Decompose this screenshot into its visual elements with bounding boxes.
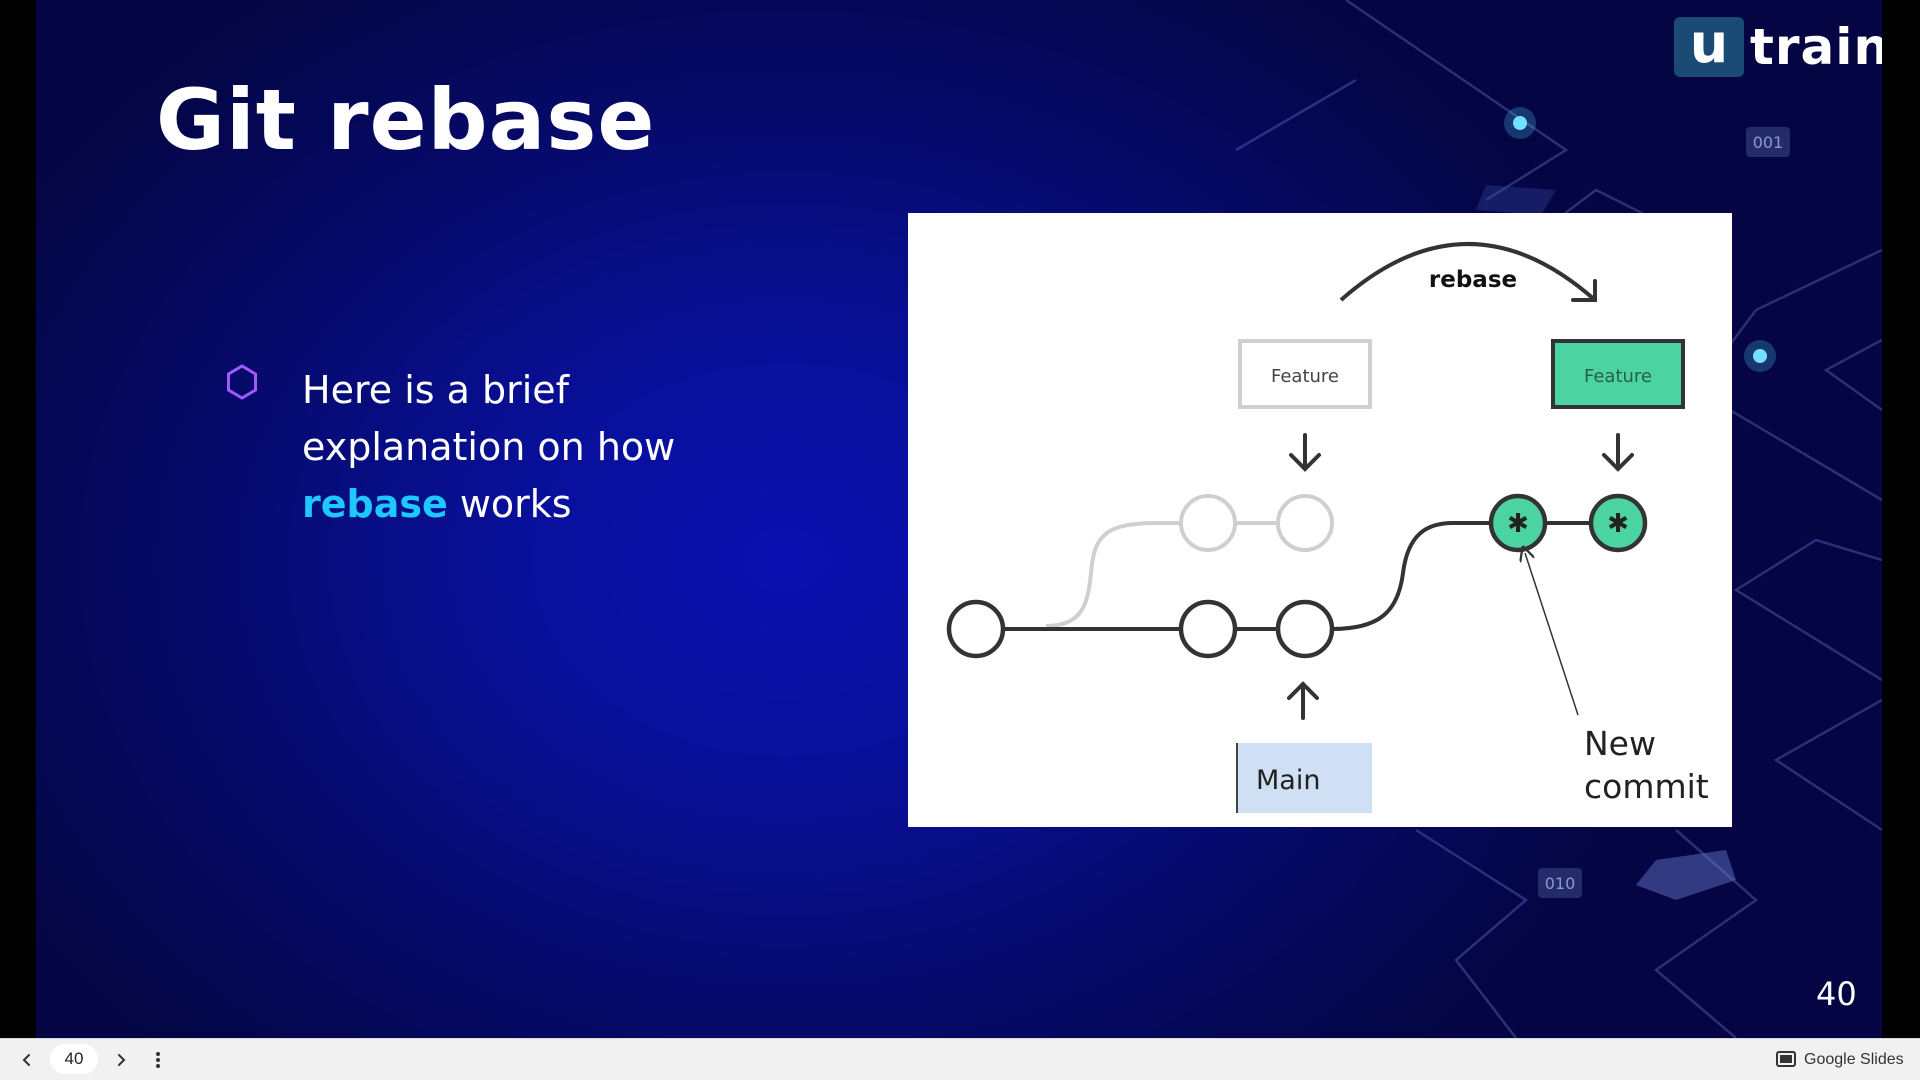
rebase-arc [1339,242,1597,302]
main-arrow [1287,681,1319,720]
annotation-line-1: New [1584,724,1656,763]
new-feature-label: Feature [1584,366,1652,387]
new-feature-label-box [1551,339,1685,409]
bullet-line-3-rest: works [447,482,572,526]
annotation-line-2: commit [1584,767,1709,806]
slide-number: 40 [1816,975,1857,1013]
background-decoration: 001 010 [1235,0,1882,1038]
slide[interactable]: 001 010 Git rebase u train Here is a bri… [36,0,1882,1038]
next-slide-button[interactable] [108,1047,134,1073]
svg-text:010: 010 [1545,874,1576,893]
deco-tag-010: 010 [1538,868,1582,898]
accent-word: rebase [302,482,448,526]
more-vertical-icon [156,1052,160,1068]
hexagon-icon [227,364,257,400]
logo-wordmark: train [1750,18,1882,76]
new-commit-1: ✱ [1488,493,1548,553]
main-commit-1 [946,599,1006,659]
google-slides-label: Google Slides [1804,1051,1904,1068]
slide-title: Git rebase [156,71,656,169]
svg-text:001: 001 [1753,133,1784,152]
slides-icon [1776,1051,1796,1067]
bullet-line-1: Here is a brief [302,368,570,412]
old-feature-label-box [1238,339,1372,409]
old-feature-label: Feature [1271,366,1339,387]
rebase-arc-arrowhead [1571,279,1597,302]
page-number-input[interactable]: 40 [50,1044,98,1074]
chevron-left-icon [22,1054,30,1066]
new-feature-arrow [1602,433,1634,472]
google-slides-link[interactable]: Google Slides [1776,1047,1904,1073]
rebase-arc-label: rebase [1429,267,1517,293]
previous-slide-button[interactable] [14,1047,40,1073]
chevron-right-icon [118,1054,126,1066]
annotation-pointer [1525,553,1579,716]
main-commit-3 [1275,599,1335,659]
deco-tag-001: 001 [1746,127,1790,157]
main-commit-2 [1178,599,1238,659]
rebased-branch-line [1331,521,1491,631]
old-feature-branch-line [1045,521,1208,628]
new-commit-2: ✱ [1588,493,1648,553]
old-feature-commit-1 [1179,494,1237,552]
old-feature-arrow [1289,433,1321,472]
bullet-text: Here is a brief explanation on how rebas… [302,362,732,533]
svg-text:✱: ✱ [1607,509,1629,539]
bullet-line-2: explanation on how [302,425,676,469]
main-label: Main [1256,765,1320,796]
main-label-box [1236,743,1372,813]
utrain-logo: u train [1674,16,1882,78]
player-toolbar: 40 Google Slides [0,1038,1920,1080]
rebase-diagram: rebase Feature Feature [908,213,1732,827]
more-options-button[interactable] [145,1047,171,1073]
old-feature-commit-2 [1276,494,1334,552]
logo-mark: u [1674,17,1744,77]
svg-text:✱: ✱ [1507,509,1529,539]
